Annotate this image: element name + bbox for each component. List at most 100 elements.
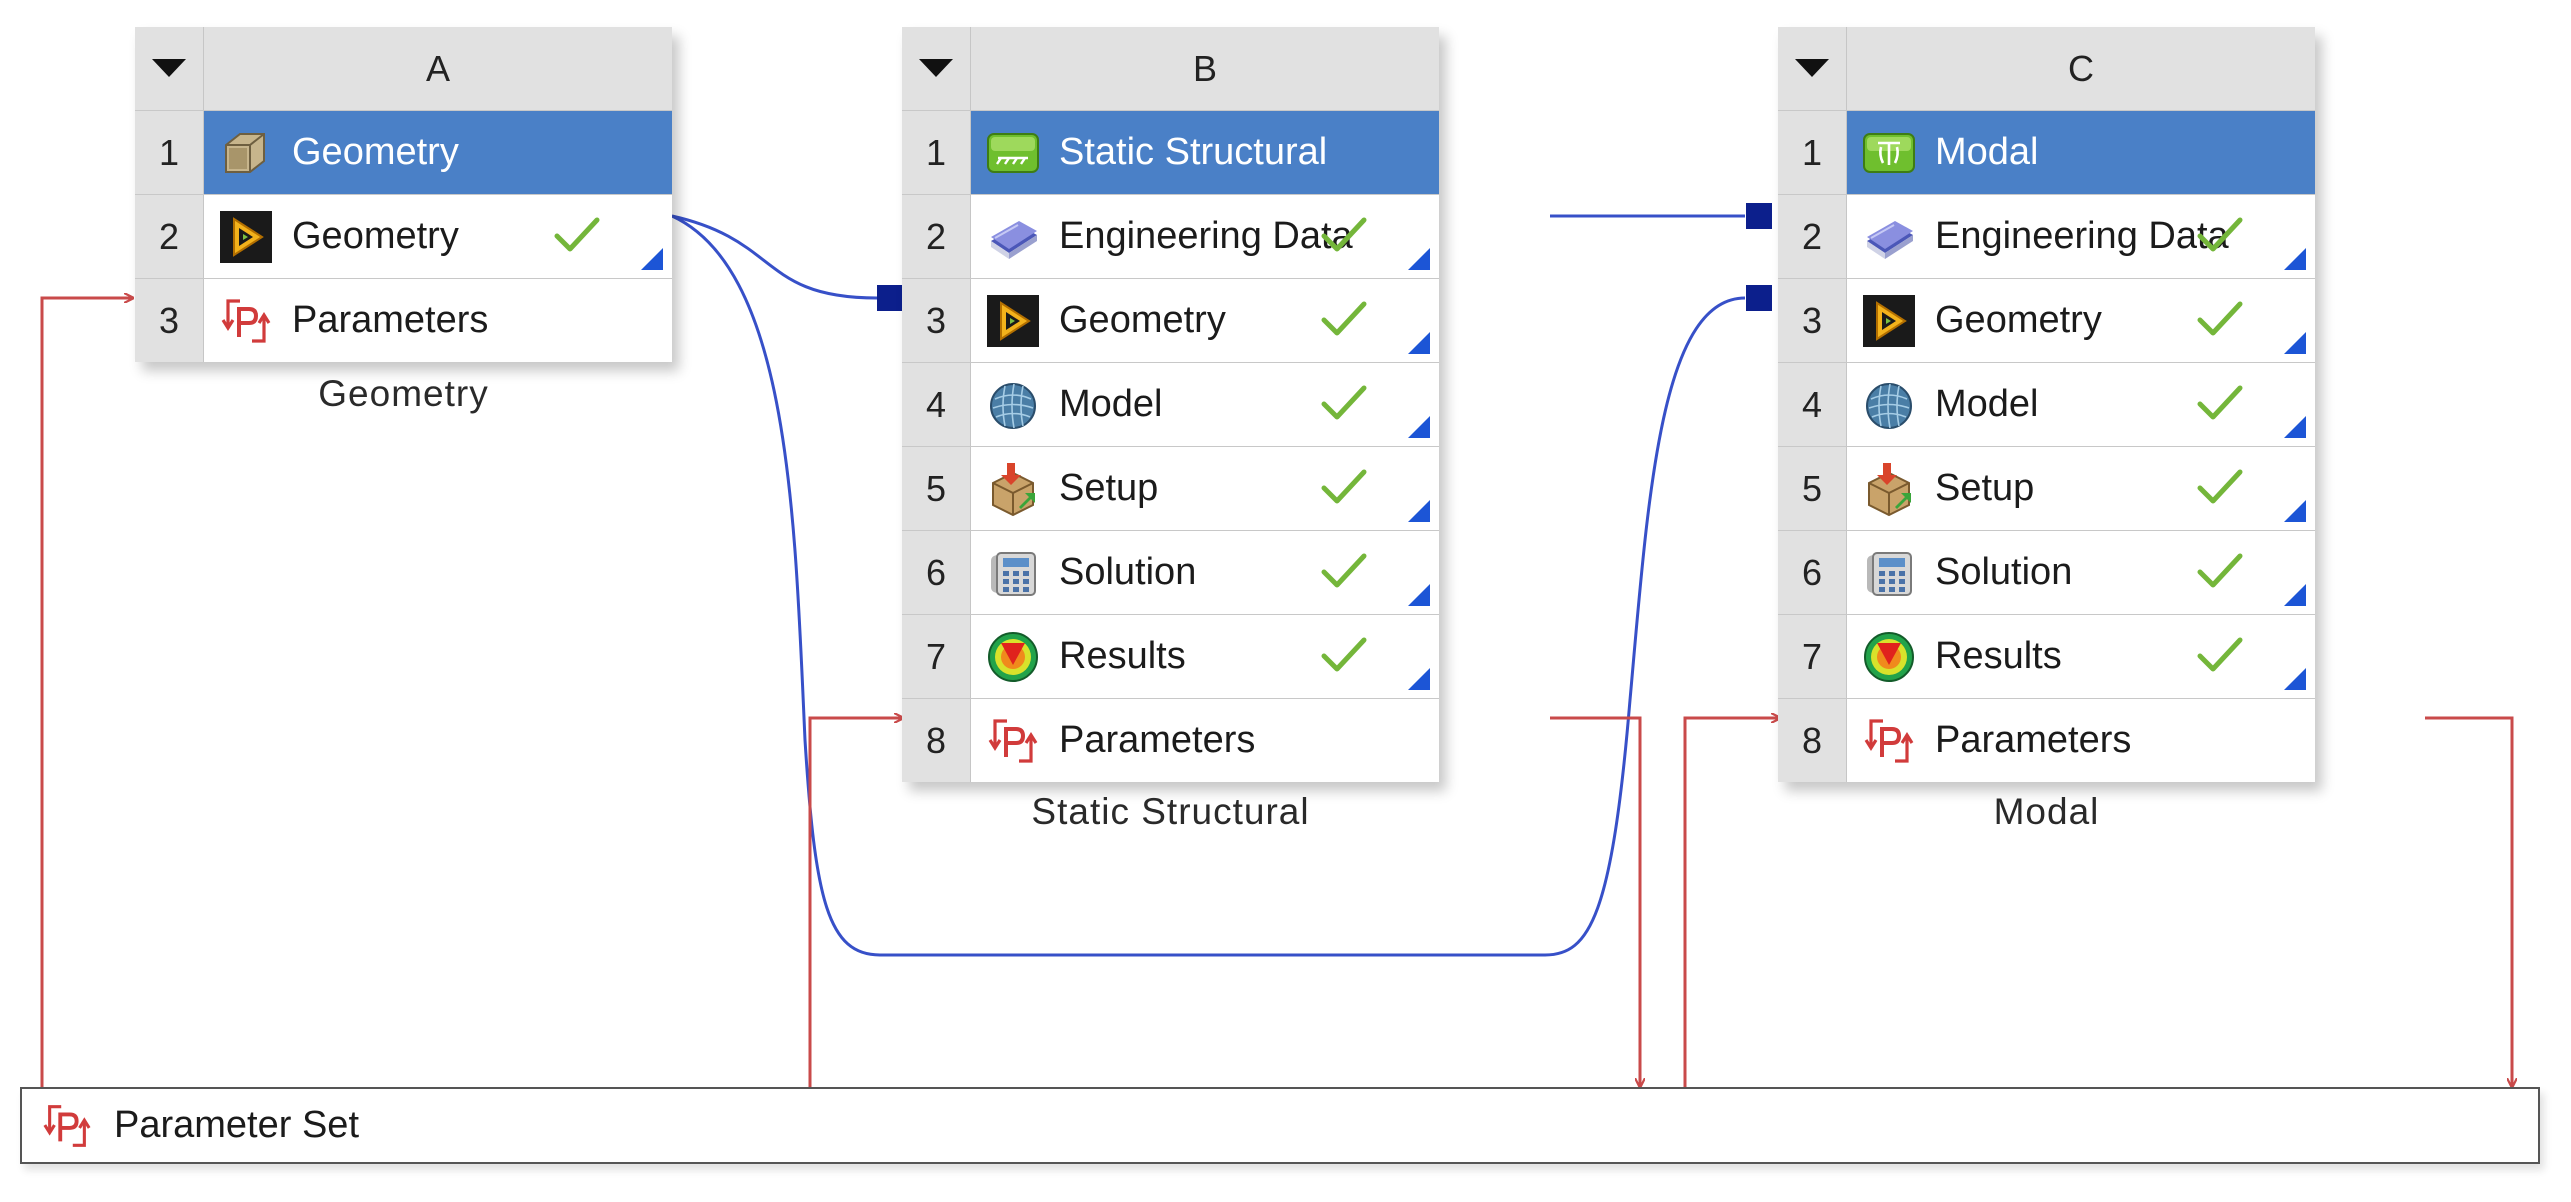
row-number: 3 (1778, 279, 1847, 362)
results-icon (988, 631, 1038, 682)
up-to-date-check-icon (2197, 553, 2243, 588)
row-number: 5 (902, 447, 971, 530)
cell-label: Geometry (1059, 299, 1226, 341)
up-to-date-check-icon (2197, 637, 2243, 672)
row-number: 5 (1778, 447, 1847, 530)
system-caption[interactable]: Geometry (318, 373, 489, 414)
model-icon (1866, 382, 1912, 429)
row-number: 2 (902, 195, 971, 278)
row-number: 2 (1778, 195, 1847, 278)
geometry-play-icon (220, 210, 272, 263)
solution-icon (991, 551, 1036, 596)
row-number: 3 (135, 279, 204, 362)
engineering-data-icon (1867, 220, 1913, 259)
cell-label: Geometry (1935, 299, 2102, 341)
row-number: 2 (135, 195, 204, 278)
row-number: 8 (902, 699, 971, 782)
row-number: 4 (902, 363, 971, 446)
system-caption[interactable]: Static Structural (1031, 791, 1310, 832)
corner-indicator-icon (2284, 332, 2306, 354)
row-number: 6 (902, 531, 971, 614)
row-number: 8 (1778, 699, 1847, 782)
up-to-date-check-icon (2197, 469, 2243, 504)
static-structural-icon (987, 132, 1039, 173)
row-number: 1 (135, 111, 204, 194)
system-caption[interactable]: Modal (1993, 791, 2100, 832)
dropdown-triangle-icon (919, 58, 953, 77)
parameter-set-bar[interactable]: Parameter Set (20, 1087, 2540, 1164)
corner-indicator-icon (1408, 584, 1430, 606)
cell-label: Modal (1935, 131, 2039, 173)
up-to-date-check-icon (1321, 469, 1367, 504)
corner-indicator-icon (641, 248, 663, 270)
param-link-set-to-a3 (40, 298, 133, 1087)
column-letter: B (971, 27, 1439, 110)
link-a2-b3 (671, 214, 878, 300)
up-to-date-check-icon (2197, 385, 2243, 420)
geometry-play-icon (1863, 294, 1915, 347)
corner-indicator-icon (1408, 668, 1430, 690)
parameters-icon (43, 1104, 91, 1147)
up-to-date-check-icon (2197, 301, 2243, 336)
cell-row-geometry[interactable]: 3 Geometry (902, 279, 1439, 363)
row-number: 4 (1778, 363, 1847, 446)
up-to-date-check-icon (1321, 553, 1367, 588)
param-link-set-to-c8 (1683, 718, 1780, 1087)
up-to-date-check-icon (2197, 217, 2243, 252)
link-a2-b3-connector (877, 285, 903, 311)
column-letter: A (204, 27, 672, 110)
cell-row-geometry[interactable]: 3 Geometry (1778, 279, 2315, 363)
collapse-menu-button[interactable] (902, 27, 971, 110)
row-number: 3 (902, 279, 971, 362)
parameters-icon (221, 298, 271, 343)
column-letter: C (1847, 27, 2315, 110)
link-b2-c2-connector (1746, 203, 1772, 229)
cell-row-geometry[interactable]: 1 Geometry (135, 111, 672, 195)
system-header-row: C (1778, 27, 2315, 111)
system-header-row: B (902, 27, 1439, 111)
cell-label: Results (1059, 635, 1186, 677)
results-icon (1864, 631, 1914, 682)
cell-label: Geometry (292, 131, 459, 173)
corner-indicator-icon (2284, 500, 2306, 522)
corner-indicator-icon (2284, 584, 2306, 606)
system-header-row: A (135, 27, 672, 111)
cell-row-parameters[interactable]: 3 Parameters (135, 279, 672, 362)
corner-indicator-icon (1408, 332, 1430, 354)
collapse-menu-button[interactable] (1778, 27, 1847, 110)
collapse-menu-button[interactable] (135, 27, 204, 110)
corner-indicator-icon (1408, 416, 1430, 438)
param-link-c8-to-set (2425, 716, 2512, 1087)
link-a2-c3-connector (1746, 285, 1772, 311)
cell-row-engineering-data[interactable]: 2 Engineering Data (902, 195, 1439, 279)
cell-label: Engineering Data (1059, 215, 1353, 257)
param-link-b8-to-set (1550, 716, 1640, 1087)
geometry-play-icon (987, 294, 1039, 347)
cell-label: Solution (1935, 551, 2073, 593)
cell-label: Results (1935, 635, 2062, 677)
corner-indicator-icon (2284, 668, 2306, 690)
cell-label: Parameters (292, 299, 489, 341)
dropdown-triangle-icon (1795, 58, 1829, 77)
cell-label: Static Structural (1059, 131, 1328, 173)
corner-indicator-icon (1408, 248, 1430, 270)
up-to-date-check-icon (1321, 217, 1367, 252)
